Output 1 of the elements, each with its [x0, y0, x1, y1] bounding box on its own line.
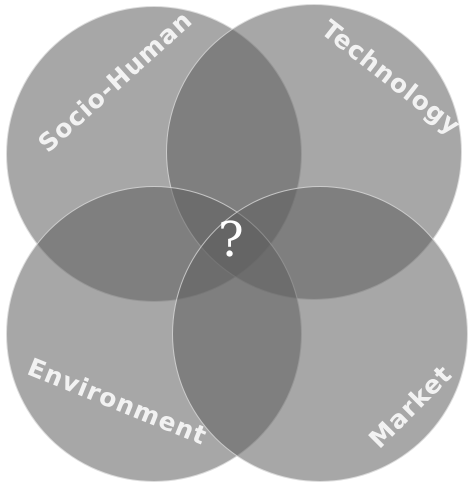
- question-mark-text: ?: [218, 212, 244, 268]
